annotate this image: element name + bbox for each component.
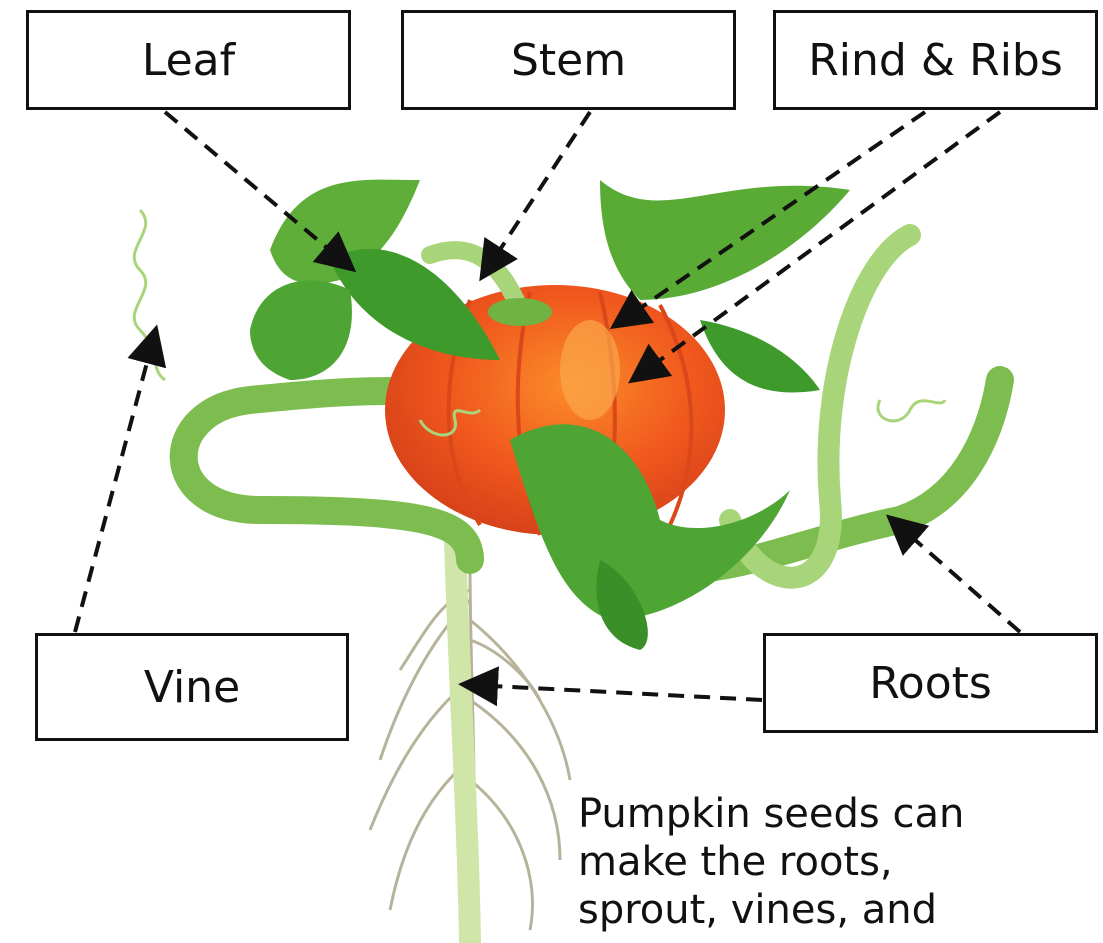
caption-line-2: make the roots, xyxy=(578,838,1098,886)
leader-vine xyxy=(75,340,153,632)
leader-stem xyxy=(488,112,590,268)
caption-line-3: sprout, vines, and xyxy=(578,886,1098,934)
label-stem: Stem xyxy=(401,10,736,110)
caption-line-1: Pumpkin seeds can xyxy=(578,790,1098,838)
label-vine: Vine xyxy=(35,633,349,741)
leader-roots xyxy=(474,685,762,700)
label-roots: Roots xyxy=(763,633,1098,733)
label-rind-ribs: Rind & Ribs xyxy=(773,10,1098,110)
taproot xyxy=(455,540,470,943)
caption-text: Pumpkin seeds can make the roots, sprout… xyxy=(578,790,1098,934)
label-leaf: Leaf xyxy=(26,10,351,110)
leader-roots-vine xyxy=(898,525,1020,632)
